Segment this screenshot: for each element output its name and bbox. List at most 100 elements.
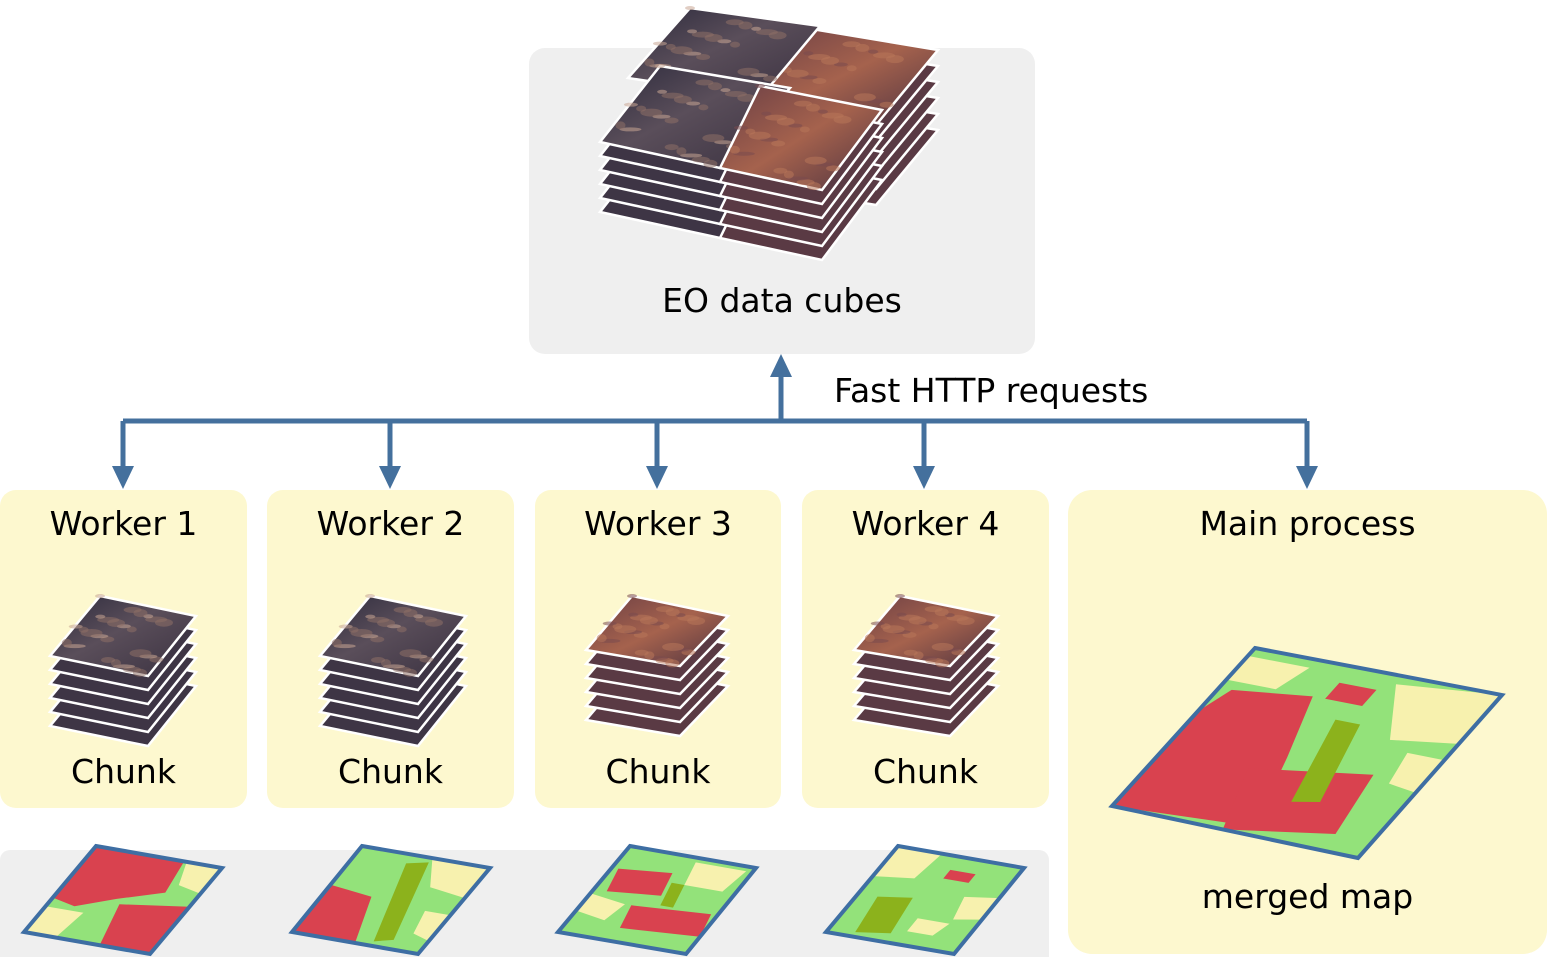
worker-1-output-map	[20, 843, 226, 957]
worker-2-title: Worker 2	[316, 504, 465, 543]
imagery-texture	[788, 123, 803, 128]
map-region-cream	[1226, 655, 1310, 690]
imagery-layer	[47, 594, 199, 678]
imagery-texture	[695, 79, 714, 86]
imagery-texture	[101, 656, 116, 663]
eo-cube-tile-front-right	[718, 84, 885, 262]
imagery-texture	[670, 46, 693, 55]
imagery-texture	[803, 51, 814, 56]
imagery-texture	[730, 41, 741, 48]
map-region-red	[1325, 682, 1377, 706]
imagery-texture	[365, 614, 376, 619]
imagery-texture	[365, 594, 375, 598]
imagery-texture	[696, 54, 711, 61]
imagery-texture	[338, 624, 353, 629]
imagery-texture	[931, 642, 954, 651]
imagery-texture	[348, 626, 359, 633]
imagery-texture	[636, 105, 647, 112]
worker-1-chunk-caption: Chunk	[71, 752, 176, 791]
imagery-texture	[826, 165, 841, 172]
imagery-texture	[393, 606, 412, 613]
imagery-texture	[691, 156, 710, 163]
imagery-texture	[680, 153, 703, 158]
map-region-red	[99, 904, 190, 954]
arrowhead-worker-4	[913, 466, 935, 489]
imagery-texture	[657, 89, 668, 94]
map-region-cream	[413, 910, 451, 942]
imagery-texture	[903, 649, 918, 656]
imagery-layer	[718, 84, 885, 192]
imagery-texture	[896, 612, 907, 617]
imagery-texture	[676, 147, 687, 156]
imagery-texture	[793, 100, 812, 107]
map-region-red	[292, 884, 372, 943]
imagery-texture	[808, 54, 831, 61]
imagery-texture	[596, 634, 607, 643]
imagery-texture	[870, 621, 885, 626]
arrowhead-worker-2	[379, 466, 401, 489]
imagery-texture	[634, 649, 649, 656]
classification-maps	[20, 645, 1506, 957]
map-region-cream	[872, 846, 943, 879]
imagery-texture	[880, 623, 891, 630]
imagery-texture	[687, 29, 698, 34]
map-region-cream	[24, 906, 84, 938]
imagery-texture	[665, 43, 676, 50]
worker-4-chunk-caption: Chunk	[873, 752, 978, 791]
merged-map-caption: merged map	[1201, 877, 1414, 916]
imagery-texture	[664, 144, 679, 151]
worker-3-chunk-caption: Chunk	[605, 752, 711, 791]
imagery-texture	[602, 621, 617, 626]
imagery-texture	[655, 64, 665, 68]
imagery-texture	[799, 126, 810, 133]
imagery-texture	[733, 125, 748, 130]
edge-label-fast-http-requests: Fast HTTP requests	[834, 371, 1149, 410]
map-region-cream	[684, 862, 747, 892]
imagery-texture	[68, 624, 83, 629]
eo-data-cubes-title: EO data cubes	[662, 281, 902, 320]
arrowhead-main-process	[1296, 466, 1318, 489]
imagery-texture	[853, 93, 876, 102]
imagery-texture	[720, 88, 731, 93]
map-region-olive	[660, 882, 685, 908]
imagery-texture	[729, 145, 740, 154]
imagery-texture	[737, 67, 760, 76]
map-region-olive	[855, 896, 913, 934]
imagery-texture	[659, 623, 670, 630]
imagery-texture	[640, 108, 663, 117]
worker-4-output-map	[822, 843, 1028, 957]
imagery-texture	[702, 134, 725, 143]
imagery-texture	[783, 170, 794, 179]
imagery-texture	[661, 92, 684, 99]
imagery-texture	[612, 623, 623, 630]
imagery-texture	[685, 6, 695, 10]
imagery-texture	[846, 65, 857, 72]
worker-2-output-map	[288, 843, 494, 957]
imagery-texture	[78, 626, 89, 633]
imagery-texture	[732, 151, 755, 156]
map-region-cream	[953, 896, 1000, 920]
imagery-stacks	[47, 6, 1001, 748]
imagery-texture	[655, 606, 674, 613]
imagery-texture	[644, 58, 655, 67]
map-region-cream	[178, 861, 222, 894]
map-border	[1108, 645, 1506, 861]
map-border	[822, 843, 1028, 957]
imagery-layer	[851, 594, 1001, 668]
imagery-texture	[842, 41, 861, 48]
map-region-cream	[576, 893, 625, 921]
worker-4-title: Worker 4	[851, 504, 1000, 543]
imagery-texture	[662, 642, 685, 651]
imagery-texture	[755, 29, 778, 36]
imagery-texture	[691, 31, 714, 38]
imagery-texture	[623, 102, 638, 107]
imagery-texture	[879, 101, 894, 108]
arrowhead-worker-1	[112, 466, 134, 489]
imagery-texture	[686, 101, 701, 106]
arrowhead-up	[770, 354, 792, 377]
arrowhead-worker-3	[646, 466, 668, 489]
imagery-texture	[765, 114, 788, 121]
map-border	[554, 843, 760, 957]
arrow-heads	[112, 354, 1318, 489]
